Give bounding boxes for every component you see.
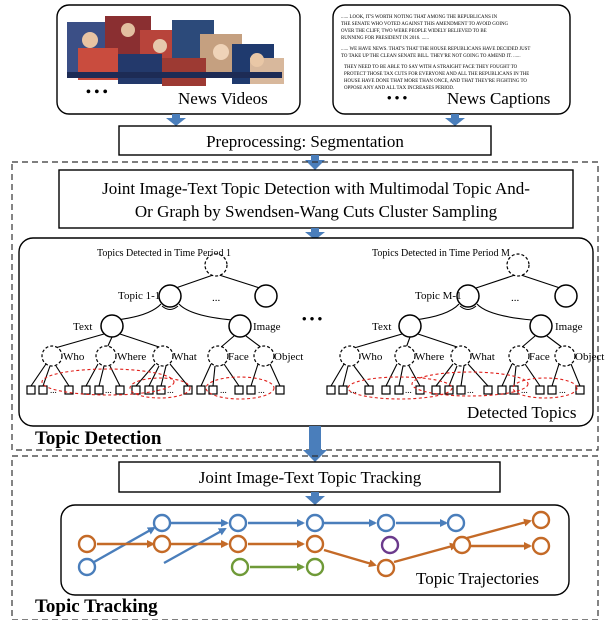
face-node-m (508, 345, 530, 367)
topic-cluster-ellipse-1a (41, 368, 175, 396)
root-node-m (506, 253, 530, 277)
what-node-1 (152, 345, 174, 367)
svg-text:THEY NEED TO BE ABLE TO SAY WI: THEY NEED TO BE ABLE TO SAY WITH A STRAI… (344, 65, 518, 70)
svg-text:...: ... (405, 385, 412, 395)
period-m-label: Topics Detected in Time Period M (372, 248, 510, 259)
svg-text:...: ... (467, 385, 474, 395)
what-label-1: What (173, 351, 197, 363)
image-node-m (529, 314, 553, 338)
topic-node-m-1 (456, 284, 480, 308)
preprocessing-label: Preprocessing: Segmentation (206, 132, 404, 151)
topic-detection-region (11, 161, 599, 451)
svg-text:TO TAKE UP THE CLEAN SENATE BI: TO TAKE UP THE CLEAN SENATE BILL. THEY'R… (341, 54, 521, 59)
preprocessing-box (118, 125, 492, 156)
object-node-m (554, 345, 576, 367)
news-videos-label: News Videos (178, 89, 268, 108)
svg-text:...... WE HAVE NEWS. THAT'S TH: ...... WE HAVE NEWS. THAT'S THAT THE HOU… (341, 47, 530, 52)
flow-arrow-captions (445, 114, 465, 126)
who-label-1: Who (63, 351, 85, 363)
detected-topics-label: Detected Topics (467, 403, 576, 422)
where-node-m (394, 345, 416, 367)
topic-cluster-ellipse-1b (129, 377, 191, 399)
svg-text:...: ... (258, 385, 265, 395)
who-label-m: Who (361, 351, 383, 363)
who-node-m (339, 345, 361, 367)
caption-text: ...... LOOK, IT'S WORTH NOTING THAT AMON… (341, 15, 530, 91)
object-label-1: Object (274, 351, 303, 363)
topic-cluster-ellipse-mc (512, 377, 578, 399)
leaf-row-1: ... ... ... ... ... (26, 385, 285, 395)
topic-tree-period-1: Topics Detected in Time Period 1 Topic 1… (26, 248, 303, 400)
flow-arrow-detection (305, 228, 325, 240)
text-label-m: Text (372, 321, 391, 333)
flow-arrow-trajectories (305, 492, 325, 505)
videos-ellipsis: • • • (86, 85, 108, 100)
topic-tracking-region (11, 455, 599, 620)
image-label-1: Image (253, 321, 281, 333)
topic-m-dots: ... (511, 292, 520, 304)
topic-node-1-1 (158, 284, 182, 308)
svg-text:...: ... (167, 385, 174, 395)
topic-1-dots: ... (212, 292, 221, 304)
what-label-m: What (471, 351, 495, 363)
face-label-m: Face (529, 351, 550, 363)
topic-trajectories-label: Topic Trajectories (416, 569, 539, 588)
orange-trajectory (97, 518, 532, 568)
text-label-1: Text (73, 321, 92, 333)
svg-text:PROTECT THOSE TAX CUTS FOR EVE: PROTECT THOSE TAX CUTS FOR EVERYONE AND … (344, 72, 529, 77)
joint-detection-line2: Or Graph by Swendsen-Wang Cuts Cluster S… (135, 202, 498, 221)
who-node-1 (41, 345, 63, 367)
topic-detection-section-label: Topic Detection (35, 428, 162, 449)
periods-ellipsis: • • • (302, 311, 323, 326)
svg-text:HOUSE HAVE DONE THAT MORE THAN: HOUSE HAVE DONE THAT MORE THAN ONCE, AND… (344, 79, 527, 84)
object-label-m: Object (575, 351, 604, 363)
topic-cluster-ellipse-ma (347, 376, 453, 400)
video-thumbnails (67, 16, 284, 86)
image-label-m: Image (555, 321, 583, 333)
root-node-1 (204, 253, 228, 277)
svg-text:THE SENATE WHO VOTED AGAINST T: THE SENATE WHO VOTED AGAINST THIS AMENDM… (341, 22, 509, 27)
flow-arrow-videos (166, 114, 186, 126)
object-node-1 (253, 345, 275, 367)
joint-tracking-box (118, 461, 501, 493)
svg-text:...: ... (559, 385, 566, 395)
period-1-label: Topics Detected in Time Period 1 (97, 248, 231, 259)
svg-text:...: ... (105, 385, 112, 395)
topic-node-m-k (554, 284, 578, 308)
trajectory-graph (93, 518, 532, 571)
svg-text:OVER THE CLIFF, TWO WERE PEOPL: OVER THE CLIFF, TWO WERE PEOPLE WIDELY B… (341, 29, 487, 34)
joint-detection-box (58, 169, 574, 229)
image-node-1 (228, 314, 252, 338)
where-label-m: Where (415, 351, 444, 363)
what-node-m (450, 345, 472, 367)
svg-text:...: ... (521, 385, 528, 395)
topic-tracking-section-label: Topic Tracking (35, 596, 158, 617)
text-node-m (398, 314, 422, 338)
topic-1-1-label: Topic 1-1 (118, 290, 160, 302)
svg-text:...: ... (50, 385, 57, 395)
captions-ellipsis: • • • (387, 90, 408, 105)
face-node-1 (207, 345, 229, 367)
joint-tracking-label: Joint Image-Text Topic Tracking (199, 468, 422, 487)
news-captions-label: News Captions (447, 89, 550, 108)
joint-detection-line1: Joint Image-Text Topic Detection with Mu… (102, 179, 530, 198)
text-node-1 (100, 314, 124, 338)
topic-m-1-label: Topic M-1 (415, 290, 462, 302)
trajectory-nodes (77, 510, 551, 578)
svg-text:OPPOSE ANY AND ALL TAX INCREAS: OPPOSE ANY AND ALL TAX INCREASES PERIOD. (344, 86, 454, 91)
topic-tree-period-m: Topics Detected in Time Period M Topic M… (326, 248, 604, 400)
svg-text:RUNNING FOR PRESIDENT IN 2016.: RUNNING FOR PRESIDENT IN 2016. ...... (341, 36, 429, 41)
svg-text:...: ... (350, 385, 357, 395)
svg-text:...... LOOK, IT'S WORTH NOTING: ...... LOOK, IT'S WORTH NOTING THAT AMON… (341, 15, 498, 20)
face-label-1: Face (228, 351, 249, 363)
flow-arrow-tracking (303, 426, 327, 462)
topic-cluster-ellipse-1c (205, 376, 275, 400)
where-label-1: Where (117, 351, 146, 363)
svg-text:...: ... (220, 385, 227, 395)
topic-node-1-k (254, 284, 278, 308)
topic-cluster-ellipse-mb (411, 371, 529, 397)
leaf-row-m: ... ... ... ... ... (326, 385, 585, 395)
where-node-1 (95, 345, 117, 367)
